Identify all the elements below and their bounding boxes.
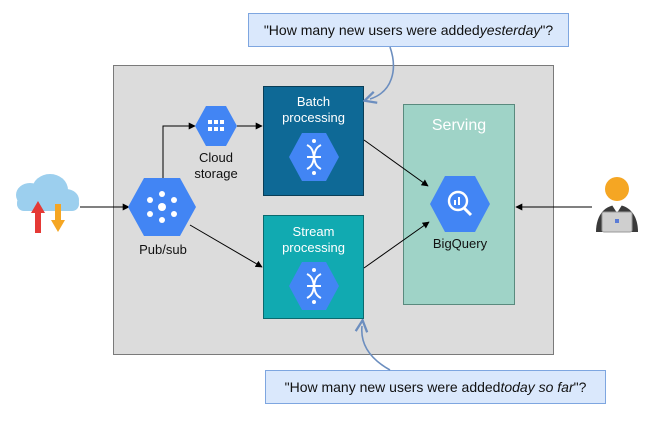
stream-title-line2: processing xyxy=(282,240,345,255)
serving-title: Serving xyxy=(431,117,487,134)
edge-batch-to-bigquery xyxy=(363,139,429,187)
callout-today-pointer xyxy=(362,326,391,371)
user-laptop-icon xyxy=(596,177,638,233)
storage-label-line2: storage xyxy=(194,166,238,181)
stream-title-line1: Stream xyxy=(292,224,335,239)
callout-today-emph: today so far xyxy=(500,379,574,395)
callout-yesterday-prefix: "How many new users were added xyxy=(263,22,480,38)
bigquery-icon xyxy=(430,176,490,232)
edge-pubsub-to-storage xyxy=(162,122,196,178)
storage-label-line1: Cloud xyxy=(199,150,233,165)
callout-today-suffix: "? xyxy=(573,379,587,395)
dataflow-icon xyxy=(289,133,339,181)
callout-today-prefix: "How many new users were added xyxy=(284,379,501,395)
cloud-storage-icon xyxy=(195,106,237,146)
callout-yesterday-suffix: "? xyxy=(540,22,554,38)
callout-yesterday-emph: yesterday xyxy=(479,22,541,38)
dataflow-icon xyxy=(289,262,339,310)
edge-pubsub-to-stream xyxy=(189,224,263,268)
callout-today: "How many new users were added today so … xyxy=(265,370,606,404)
pubsub-icon xyxy=(128,178,196,236)
cloud-upload-download-icon xyxy=(16,174,79,233)
batch-title-line2: processing xyxy=(282,110,345,125)
callout-yesterday: "How many new users were added yesterday… xyxy=(248,13,569,47)
callout-yesterday-pointer xyxy=(370,46,395,99)
bigquery-label: BigQuery xyxy=(432,236,488,251)
batch-title-line1: Batch xyxy=(296,94,331,109)
edge-stream-to-bigquery xyxy=(363,221,430,269)
pubsub-label: Pub/sub xyxy=(139,242,187,257)
